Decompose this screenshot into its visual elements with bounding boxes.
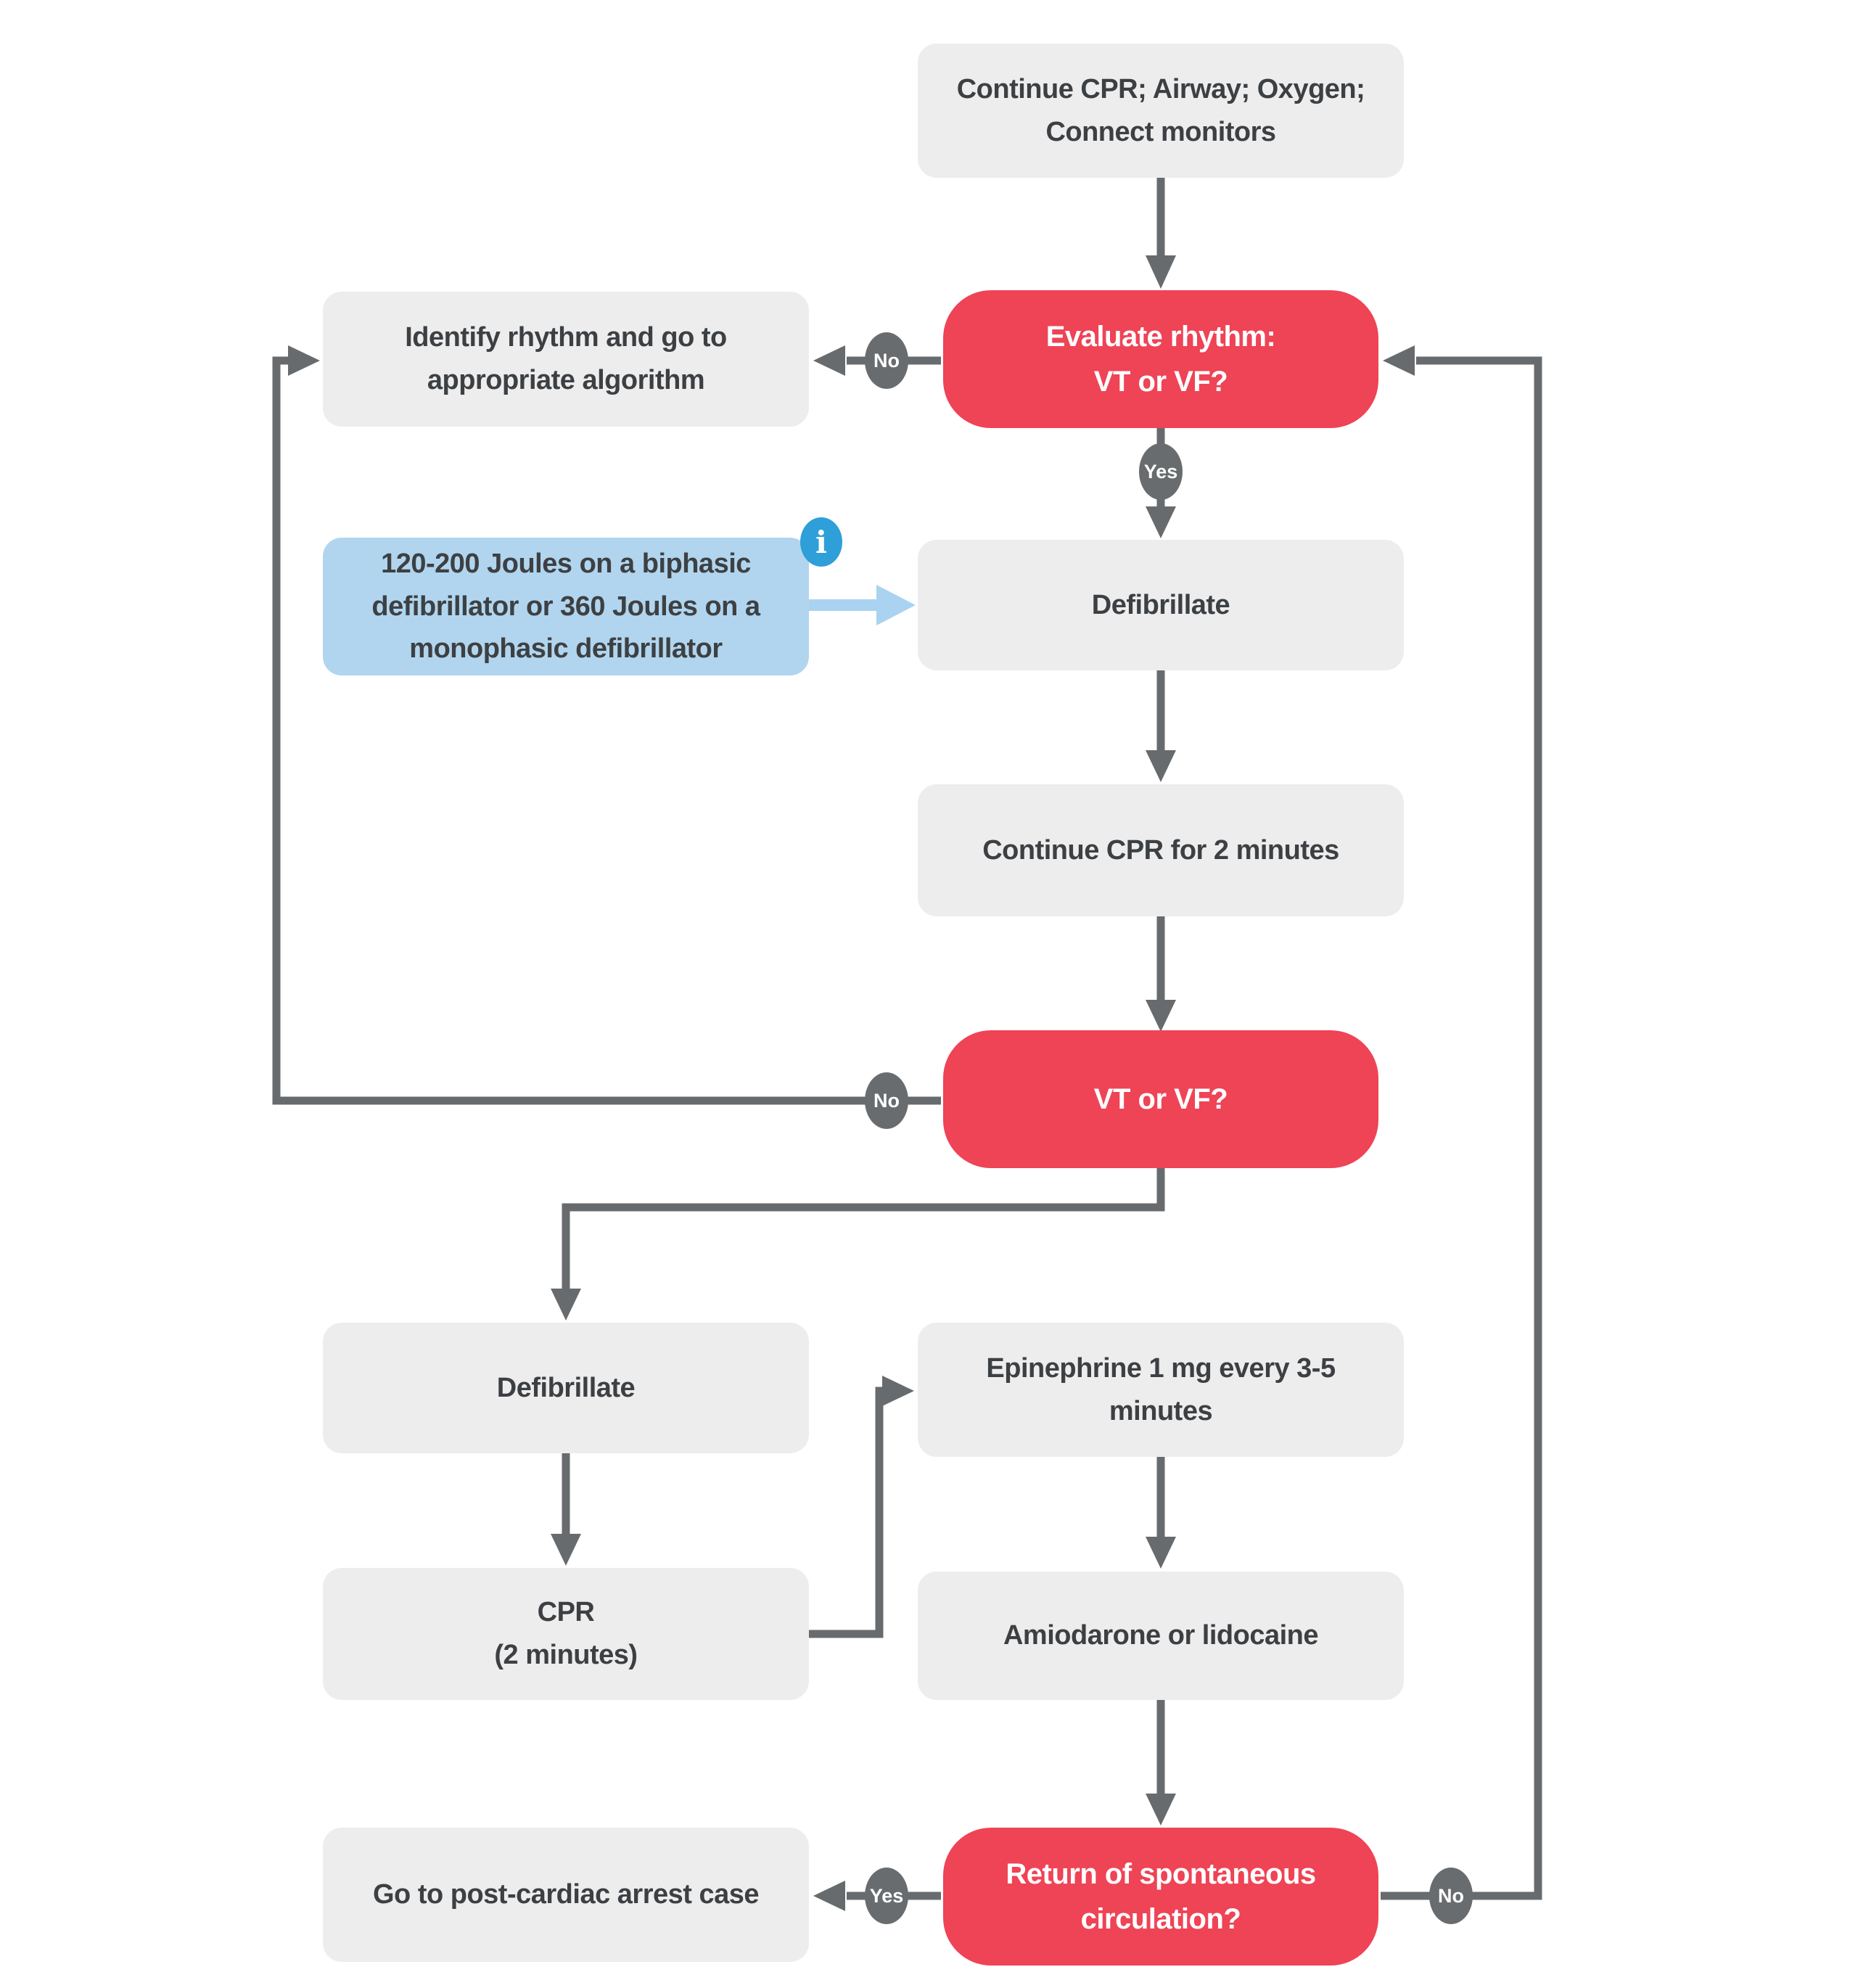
node-evaluate-rhythm: Evaluate rhythm: VT or VF? <box>943 290 1378 428</box>
node-epinephrine-line2: minutes <box>1109 1395 1213 1426</box>
node-post-cardiac: Go to post-cardiac arrest case <box>323 1828 809 1962</box>
node-cpr-2min-line1: CPR <box>537 1597 595 1628</box>
edge-vtvf-to-defibrillate2 <box>562 1168 1165 1290</box>
arrowhead-epinephrine-to-amiodarone <box>1146 1537 1176 1569</box>
node-rosc: Return of spontaneous circulation? <box>943 1828 1378 1966</box>
node-cpr-2min-line2: (2 minutes) <box>494 1640 638 1670</box>
node-joules-note-line2: defibrillator or 360 Joules on a <box>371 591 760 622</box>
node-start: Continue CPR; Airway; Oxygen; Connect mo… <box>918 44 1404 178</box>
arrowhead-amiodarone-to-rosc <box>1146 1794 1176 1825</box>
node-rosc-line1: Return of spontaneous <box>1006 1858 1316 1890</box>
node-joules-note-line3: monophasic defibrillator <box>409 633 723 665</box>
edge-label-no-1-text: No <box>873 349 900 371</box>
info-note-arrow-head <box>876 585 916 625</box>
info-note-arrow-shaft <box>809 599 878 611</box>
node-evaluate-rhythm-line2: VT or VF? <box>1093 366 1228 398</box>
node-vt-or-vf-line1: VT or VF? <box>1093 1083 1228 1115</box>
arrowhead-cpr2min-to-vtvf <box>1146 1000 1176 1032</box>
edge-label-yes-rosc-text: Yes <box>869 1884 904 1907</box>
node-epinephrine: Epinephrine 1 mg every 3-5 minutes <box>918 1323 1404 1457</box>
arrowhead-rosc-yes-to-postcardiac <box>813 1881 845 1911</box>
arrowhead-evaluate-yes-to-defibrillate <box>1146 506 1176 538</box>
info-icon[interactable]: i <box>800 517 842 567</box>
arrowhead-rosc-no-loop-to-evaluate <box>1383 345 1415 376</box>
edge-label-yes-rosc: Yes <box>865 1868 908 1924</box>
arrowhead-cpr-to-epinephrine <box>882 1376 914 1406</box>
node-identify-rhythm-line1: Identify rhythm and go to <box>405 322 727 353</box>
arrowhead-defibrillate2-to-cpr <box>551 1534 581 1566</box>
node-post-cardiac-line1: Go to post-cardiac arrest case <box>373 1879 760 1910</box>
node-epinephrine-line1: Epinephrine 1 mg every 3-5 <box>986 1352 1336 1384</box>
node-joules-note: 120-200 Joules on a biphasic defibrillat… <box>323 538 809 675</box>
edge-cpr-to-epinephrine <box>809 1387 884 1638</box>
node-cpr-2min: CPR (2 minutes) <box>323 1568 809 1700</box>
info-icon-glyph: i <box>815 524 827 560</box>
edge-vtvf-no-loop-to-identify <box>272 356 941 1105</box>
node-identify-rhythm-line2: appropriate algorithm <box>427 365 705 395</box>
node-defibrillate-2: Defibrillate <box>323 1323 809 1453</box>
node-defibrillate-1: Defibrillate <box>918 540 1404 670</box>
edge-label-no-2-text: No <box>873 1089 900 1112</box>
edge-label-no-rosc-text: No <box>1438 1884 1464 1907</box>
arrowhead-vtvf-to-defibrillate2 <box>551 1289 581 1320</box>
node-continue-cpr-2min-line1: Continue CPR for 2 minutes <box>982 834 1339 866</box>
edge-label-yes-1-text: Yes <box>1143 460 1178 482</box>
arrowhead-vtvf-no-loop-to-identify <box>288 345 320 376</box>
node-defibrillate-1-line1: Defibrillate <box>1091 589 1230 620</box>
node-evaluate-rhythm-line1: Evaluate rhythm: <box>1045 321 1276 353</box>
edge-label-yes-1: Yes <box>1139 443 1183 500</box>
node-identify-rhythm: Identify rhythm and go to appropriate al… <box>323 292 809 427</box>
node-start-line2: Connect monitors <box>1045 116 1276 147</box>
node-start-line1: Continue CPR; Airway; Oxygen; <box>956 73 1365 104</box>
edge-rosc-no-loop-to-evaluate <box>1381 356 1542 1900</box>
edge-label-no-2: No <box>865 1072 908 1129</box>
arrowhead-defibrillate-to-cpr2min <box>1146 750 1176 782</box>
node-defibrillate-2-line1: Defibrillate <box>496 1372 636 1403</box>
node-vt-or-vf: VT or VF? <box>943 1030 1378 1168</box>
edge-label-no-rosc: No <box>1429 1868 1473 1924</box>
node-continue-cpr-2min: Continue CPR for 2 minutes <box>918 784 1404 916</box>
node-amiodarone: Amiodarone or lidocaine <box>918 1572 1404 1700</box>
node-joules-note-line1: 120-200 Joules on a biphasic <box>381 548 751 579</box>
arrowhead-evaluate-no-to-identify <box>813 345 845 376</box>
node-amiodarone-line1: Amiodarone or lidocaine <box>1003 1620 1319 1651</box>
arrowhead-start-to-evaluate <box>1146 255 1176 289</box>
node-rosc-line2: circulation? <box>1080 1903 1241 1935</box>
edge-label-no-1: No <box>865 332 908 389</box>
